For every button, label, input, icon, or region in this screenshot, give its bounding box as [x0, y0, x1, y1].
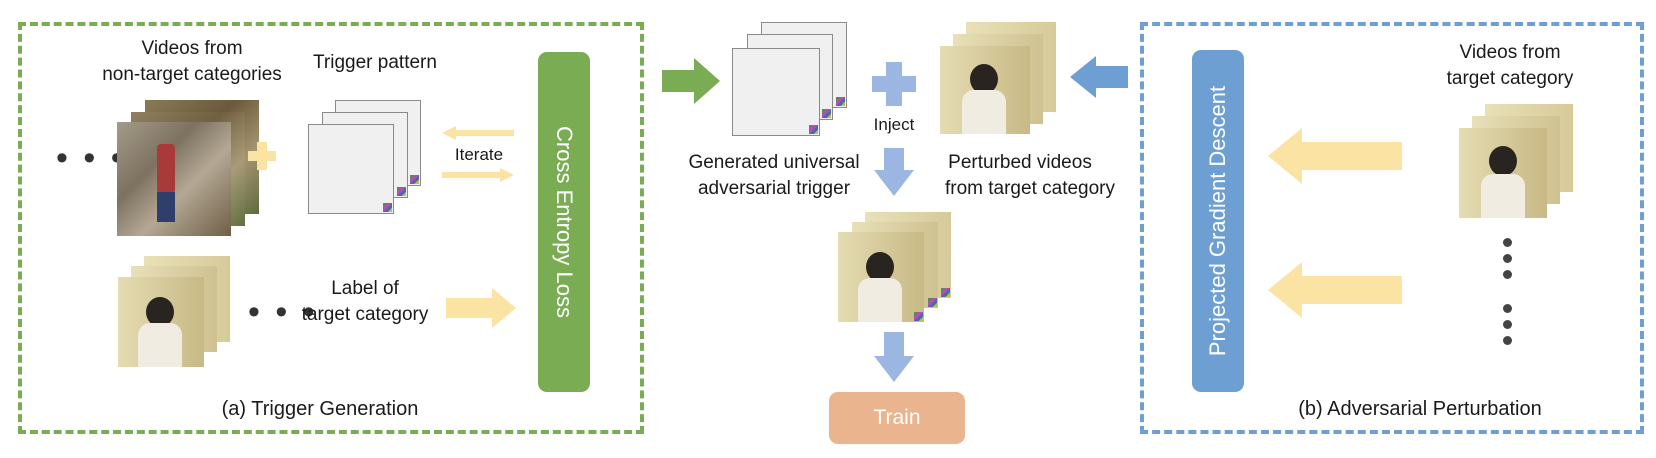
video-frame [1459, 128, 1547, 218]
person-head [146, 297, 174, 327]
trigger-frame [732, 48, 820, 136]
person-body [962, 90, 1006, 134]
iterate-arrows [442, 126, 514, 182]
arrow-down-icon [874, 148, 914, 196]
person-body [858, 278, 902, 322]
pgd-label: Projected Gradient Descent [1205, 85, 1230, 357]
inject-plus-icon [872, 62, 916, 106]
train-block: Train [829, 392, 965, 444]
trigger-frame [308, 124, 394, 214]
adversarial-perturbation-panel [1140, 22, 1644, 434]
ellipsis-nontarget: • • • [56, 139, 126, 177]
person-legs [157, 192, 175, 222]
plus-icon [248, 142, 276, 170]
videos-target-line1: Videos from [1459, 42, 1561, 63]
video-frame [940, 46, 1030, 134]
arrow-right-icon [662, 58, 720, 104]
label-of-line2: target category [301, 304, 429, 325]
generated-trigger-line1: Generated universal [688, 152, 860, 173]
perturbed-videos-line1: Perturbed videos [948, 152, 1092, 173]
person-body [138, 323, 182, 367]
person-head [1489, 146, 1517, 176]
perturbed-videos-line2: from target category [944, 178, 1116, 199]
videos-nontarget-label-line2: non-target categories [102, 64, 282, 85]
video-frame [838, 232, 924, 322]
trigger-generation-panel [18, 22, 644, 434]
arrow-left-icon [1268, 128, 1402, 184]
cross-entropy-loss-block: Cross Entropy Loss [538, 52, 590, 392]
videos-nontarget-label-line1: Videos from [141, 38, 243, 59]
video-frame [118, 277, 204, 367]
label-of-line1: Label of [331, 278, 399, 299]
person-body [1481, 174, 1525, 218]
trigger-generation-caption: (a) Trigger Generation [221, 398, 419, 420]
video-frame [117, 122, 231, 236]
arrow-right-icon [442, 168, 514, 182]
person-figure [157, 144, 175, 194]
iterate-label: Iterate [454, 145, 504, 164]
arrow-left-icon [1268, 262, 1402, 318]
arrow-down-icon [874, 332, 914, 382]
arrow-left-icon [1070, 56, 1128, 98]
adversarial-perturbation-caption: (b) Adversarial Perturbation [1298, 398, 1542, 420]
generated-trigger-line2: adversarial trigger [697, 178, 851, 199]
videos-target-line2: target category [1446, 68, 1574, 89]
inject-label: Inject [873, 115, 915, 134]
arrow-right-icon [446, 288, 516, 328]
cross-entropy-loss-label: Cross Entropy Loss [552, 126, 577, 318]
arrow-left-icon [442, 126, 514, 140]
pgd-block: Projected Gradient Descent [1192, 50, 1244, 392]
trigger-pattern-label: Trigger pattern [313, 52, 437, 73]
person-head [866, 252, 894, 282]
person-head [970, 64, 998, 94]
